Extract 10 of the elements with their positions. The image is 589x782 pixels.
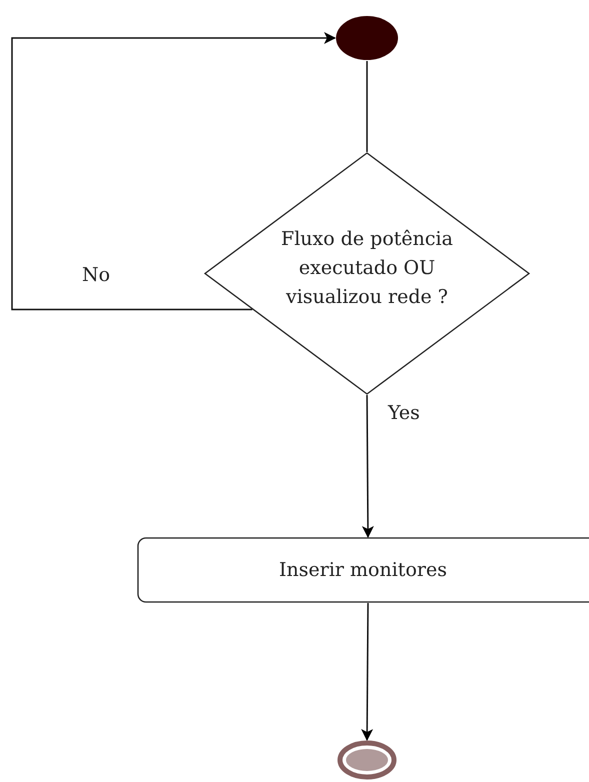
arrow	[361, 603, 374, 741]
process-box	[137, 537, 589, 603]
end-node	[337, 740, 397, 780]
arrow	[362, 395, 374, 538]
decision-text: Fluxo de potência executado OU visualizou rede ?	[280, 227, 454, 310]
connector-line	[366, 61, 368, 152]
arrow	[11, 32, 336, 310]
start-node	[335, 15, 399, 61]
step-text: Inserir monitores	[278, 558, 448, 582]
decision-diamond	[204, 152, 530, 395]
